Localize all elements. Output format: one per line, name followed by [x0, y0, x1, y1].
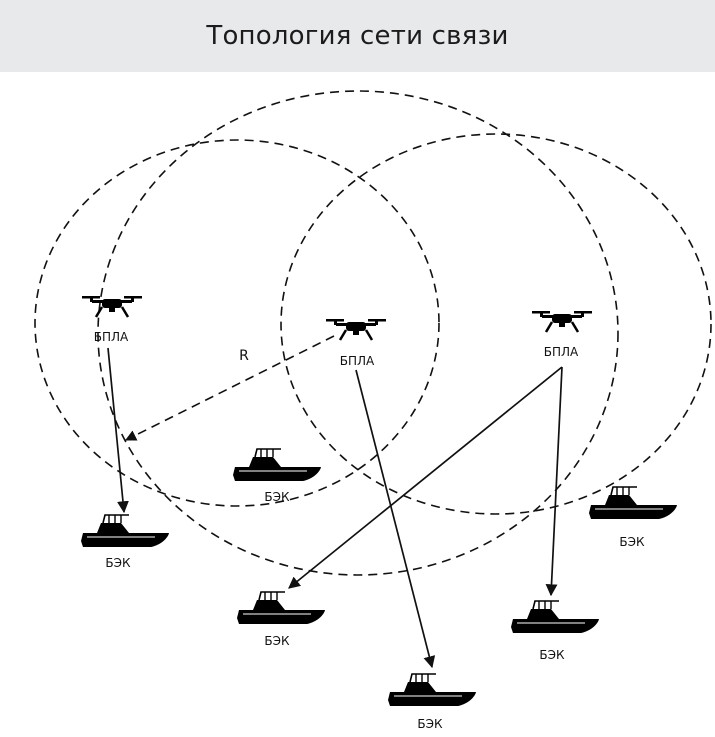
- boat-6-icon: [387, 673, 477, 707]
- boat-2-icon: [588, 486, 678, 520]
- link-uav-right-to-boat-5: [545, 366, 563, 597]
- radius-line: [124, 335, 335, 441]
- boat-6-label: БЭК: [417, 717, 443, 731]
- uav-left-label: БПЛА: [94, 330, 129, 344]
- boat-4-label: БЭК: [264, 490, 290, 504]
- boat-5-icon: [510, 600, 600, 634]
- diagram-title: Топология сети связи: [206, 21, 509, 51]
- link-uav-right-to-boat-3: [288, 366, 563, 589]
- boat-3-icon: [236, 591, 326, 625]
- coverage-zone-center: [97, 90, 619, 576]
- link-uav-left-to-boat-1: [107, 347, 129, 514]
- uav-center-label: БПЛА: [340, 354, 375, 368]
- boat-1-icon: [80, 514, 170, 548]
- uav-right-label: БПЛА: [544, 345, 579, 359]
- uav-left-icon: [80, 294, 144, 319]
- uav-right-icon: [530, 309, 594, 334]
- boat-2-label: БЭК: [619, 535, 645, 549]
- title-bar: Топология сети связи: [0, 0, 715, 72]
- boat-5-label: БЭК: [539, 648, 565, 662]
- boat-4-icon: [232, 448, 322, 482]
- radius-label: R: [239, 348, 249, 364]
- coverage-zone-right: [280, 133, 712, 515]
- link-uav-center-to-boat-6: [355, 369, 436, 669]
- coverage-zone-left: [34, 139, 440, 507]
- boat-3-label: БЭК: [264, 634, 290, 648]
- boat-1-label: БЭК: [105, 556, 131, 570]
- uav-center-icon: [324, 317, 388, 342]
